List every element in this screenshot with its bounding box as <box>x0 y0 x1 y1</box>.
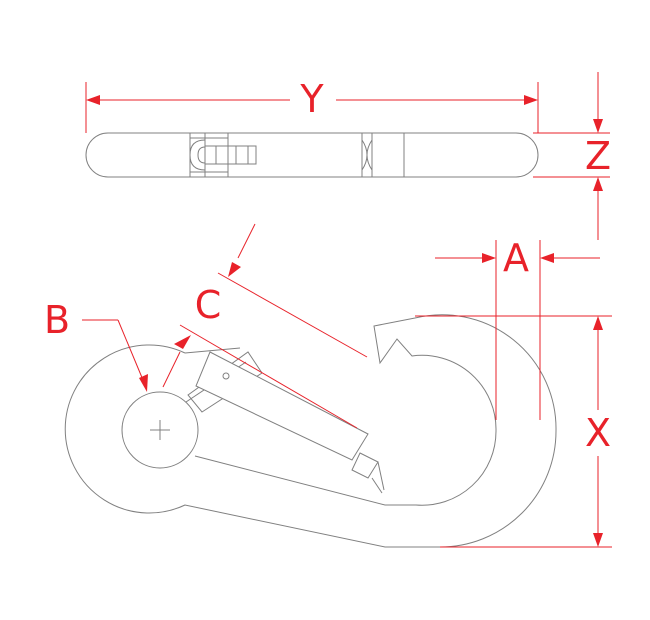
gate-body <box>195 351 369 461</box>
dimension-x: X <box>415 315 612 548</box>
dimension-label-c: C <box>195 283 222 327</box>
front-view <box>64 314 557 548</box>
dimension-label-x: X <box>585 411 611 455</box>
dimension-z: Z <box>533 72 611 240</box>
dimension-b: B <box>44 298 148 392</box>
top-view-body-outline <box>85 132 539 178</box>
dimension-y: Y <box>85 77 539 133</box>
dimension-label-z: Z <box>585 134 611 178</box>
dimension-label-y: Y <box>299 77 324 121</box>
top-view <box>85 132 539 178</box>
dimension-label-a: A <box>503 236 529 280</box>
dimension-label-b: B <box>44 298 70 342</box>
dimension-a: A <box>435 236 600 420</box>
dimension-c: C <box>162 223 368 429</box>
carabiner-outer-outline <box>64 314 557 548</box>
